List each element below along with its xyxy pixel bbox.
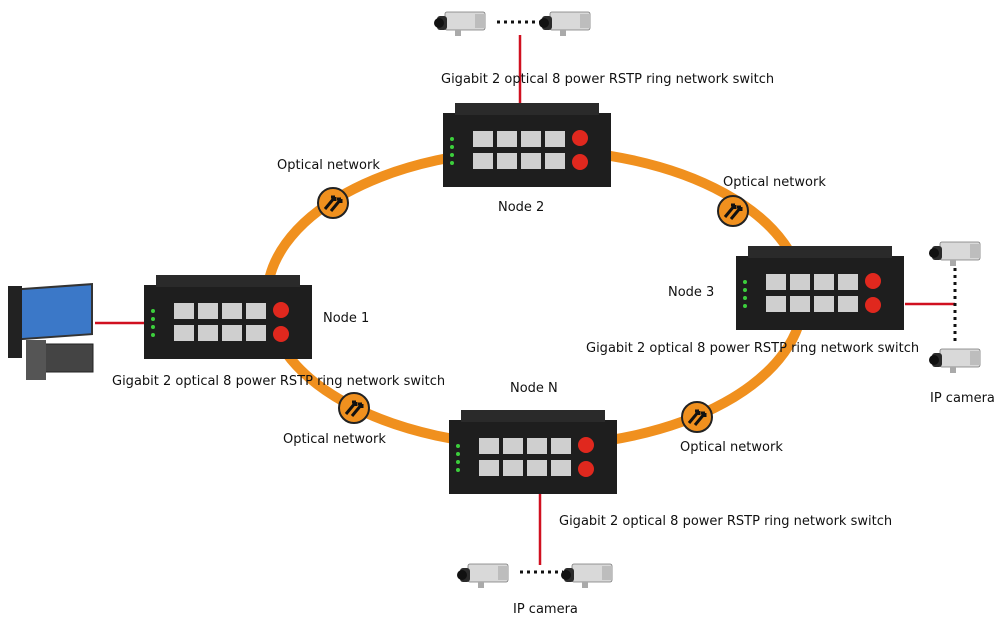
switch-desc-node2: Gigabit 2 optical 8 power RSTP ring netw… [441,72,775,87]
switch-icon [736,246,904,330]
node1-label: Node 1 [323,311,370,326]
switch-desc-node3: Gigabit 2 optical 8 power RSTP ring netw… [586,341,920,356]
ip-camera-icon [928,241,981,267]
switch-node1 [144,275,312,364]
switch-icon [144,275,312,359]
ip-camera-icon [538,11,591,37]
double-arrow-icon [317,187,349,219]
double-arrow-icon [681,401,713,433]
ip-camera-label-bottom: IP camera [513,602,578,617]
switch-node3 [736,246,904,335]
ip-camera-icon [560,563,613,589]
double-arrow-icon [717,195,749,227]
nodeN-label: Node N [510,381,558,396]
optical-label-top-left: Optical network [277,158,380,173]
node3-label: Node 3 [668,285,715,300]
optical-label-bottom-left: Optical network [283,432,386,447]
double-arrow-icon [338,392,370,424]
switch-icon [449,410,617,494]
switch-node2 [443,103,611,192]
switch-nodeN [449,410,617,499]
optical-label-top-right: Optical network [723,175,826,190]
switch-icon [443,103,611,187]
ip-camera-label-right: IP camera [930,391,995,406]
computer-icon [8,283,94,380]
optical-label-bottom-right: Optical network [680,440,783,455]
ip-camera-icon [456,563,509,589]
switch-desc-node1: Gigabit 2 optical 8 power RSTP ring netw… [112,374,446,389]
ip-camera-icon [433,11,486,37]
ip-camera-icon [928,348,981,374]
switch-desc-nodeN: Gigabit 2 optical 8 power RSTP ring netw… [559,514,893,529]
node2-label: Node 2 [498,200,545,215]
